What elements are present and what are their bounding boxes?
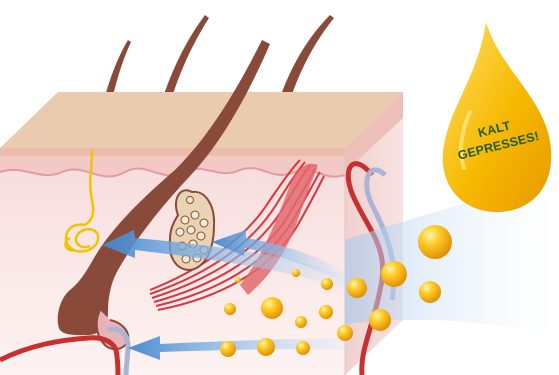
sphere-icon <box>419 281 441 303</box>
sphere-icon <box>235 277 241 283</box>
sphere-icon <box>347 278 367 298</box>
sphere-icon <box>337 325 353 341</box>
sphere-icon <box>369 309 391 331</box>
drop-icon <box>443 22 551 212</box>
sphere-icon <box>381 261 407 287</box>
cold-pressed-badge: KALT GEPRESSES! <box>443 22 551 212</box>
sphere-icon <box>257 338 275 356</box>
sphere-icon <box>292 269 300 277</box>
sphere-icon <box>224 303 236 315</box>
sphere-icon <box>319 305 333 319</box>
sphere-icon <box>295 316 307 328</box>
sphere-icon <box>220 341 236 357</box>
sphere-icon <box>321 278 333 290</box>
sphere-icon <box>418 225 452 259</box>
sphere-icon <box>296 341 310 355</box>
sphere-icon <box>261 297 283 319</box>
skin-top-surface <box>0 92 403 148</box>
